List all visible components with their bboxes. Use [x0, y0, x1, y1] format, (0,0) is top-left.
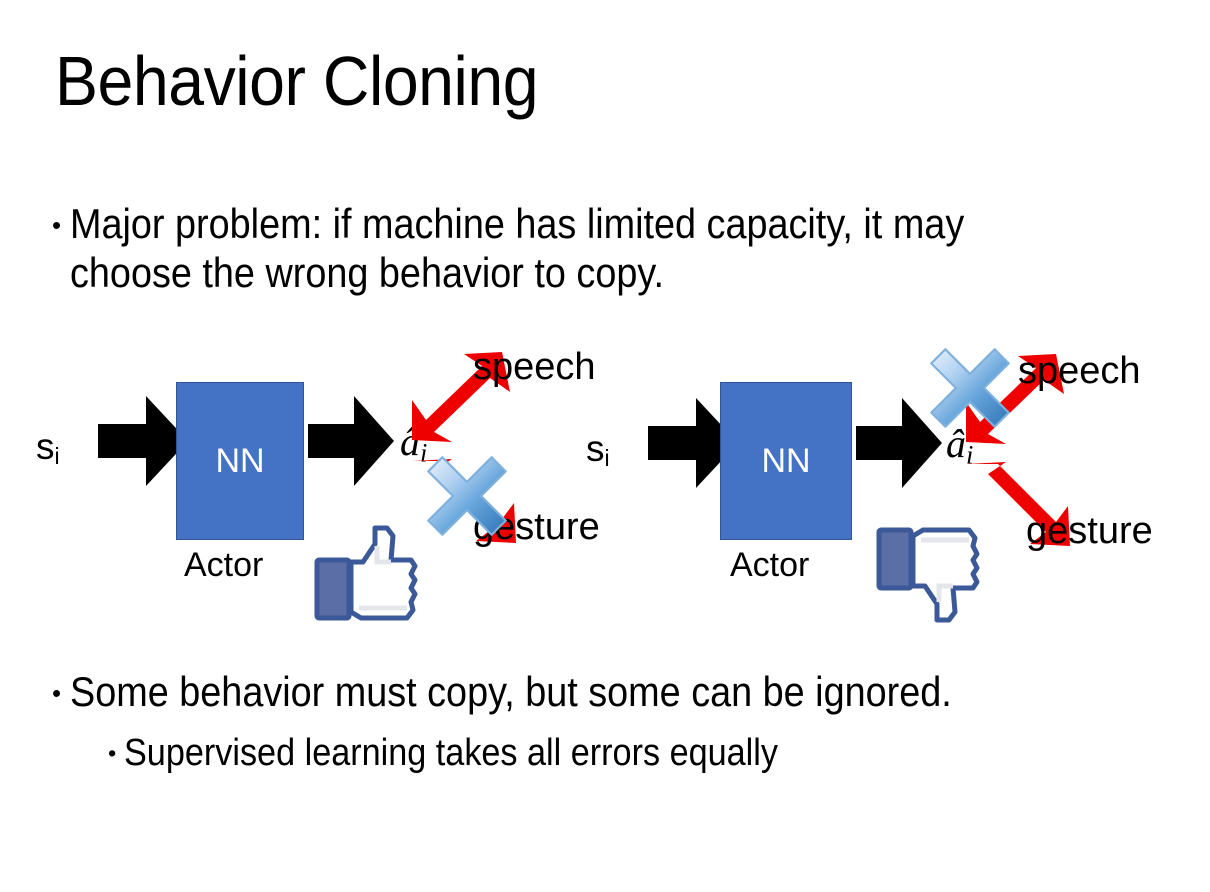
bullet-item-1: • Major problem: if machine has limited … [52, 200, 1142, 297]
branch-label-gesture-right: gesture [1026, 510, 1153, 552]
thumbs-up-icon [311, 522, 423, 628]
bullet-marker-icon: • [108, 739, 117, 766]
bullet-text-2: Some behavior must copy, but some can be… [69, 668, 952, 715]
branch-label-speech-left: speech [473, 346, 596, 388]
neural-network-label-right: NN [761, 442, 811, 480]
actor-caption-right: Actor [730, 546, 810, 584]
output-arrow-right-icon [856, 394, 942, 492]
branch-arrow-speech-left-icon [406, 348, 518, 444]
diagram-left: si NN Actor âi [18, 330, 608, 640]
cross-out-gesture-left-icon [423, 452, 511, 540]
branch-label-speech-right: speech [1018, 350, 1141, 392]
bullet-marker-icon: • [52, 677, 62, 708]
state-label-left: si [36, 426, 60, 470]
actor-caption-left: Actor [184, 546, 264, 584]
bullet-text-3: Supervised learning takes all errors equ… [124, 732, 778, 774]
neural-network-box-left: NN [176, 382, 304, 540]
action-label-right: âi [946, 421, 974, 470]
bullet-marker-icon: • [52, 209, 62, 240]
output-arrow-left-icon [308, 392, 394, 490]
state-label-right: si [586, 428, 610, 472]
page-title: Behavior Cloning [55, 42, 539, 120]
neural-network-box-right: NN [720, 382, 852, 540]
neural-network-label-left: NN [215, 442, 265, 480]
input-arrow-right-icon [648, 394, 738, 492]
diagram-right: si NN Actor âi [568, 330, 1158, 640]
bullet-item-2: • Some behavior must copy, but some can … [52, 668, 1162, 717]
branch-arrow-gesture-right-icon [960, 458, 1072, 554]
cross-out-speech-right-icon [926, 344, 1014, 432]
bullet-text-1: Major problem: if machine has limited ca… [69, 200, 964, 296]
input-arrow-left-icon [98, 392, 188, 490]
thumbs-down-icon [873, 520, 985, 626]
bullet-item-3: • Supervised learning takes all errors e… [108, 731, 1158, 775]
